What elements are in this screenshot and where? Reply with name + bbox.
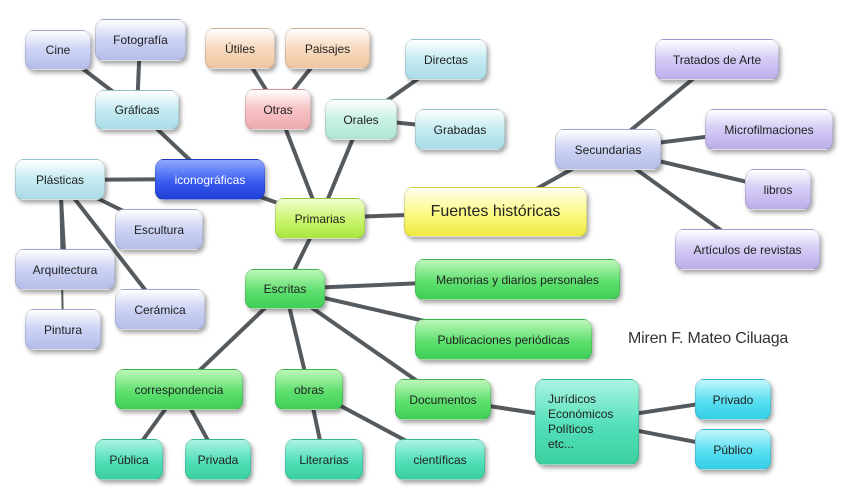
node-directas[interactable]: Directas	[405, 39, 487, 80]
node-graficas[interactable]: Gráficas	[95, 90, 179, 130]
node-correspondencia[interactable]: correspondencia	[115, 369, 243, 410]
node-fotografia[interactable]: Fotografía	[95, 19, 186, 61]
node-paisajes[interactable]: Paisajes	[285, 28, 370, 69]
node-orales[interactable]: Orales	[325, 99, 397, 140]
node-juridicos-economicos[interactable]: Jurídicos Económicos Políticos etc...	[535, 379, 639, 465]
node-publica[interactable]: Pública	[95, 439, 163, 480]
node-documentos[interactable]: Documentos	[395, 379, 491, 420]
node-escultura[interactable]: Escultura	[115, 209, 203, 250]
node-privado[interactable]: Privado	[695, 379, 771, 420]
node-obras[interactable]: obras	[275, 369, 343, 410]
node-microfilmaciones[interactable]: Microfilmaciones	[705, 109, 833, 150]
node-iconograficas[interactable]: iconográficas	[155, 159, 265, 200]
link-plasticas-ceramica	[58, 178, 162, 311]
node-otras[interactable]: Otras	[245, 89, 311, 130]
node-publico[interactable]: Público	[695, 429, 771, 470]
node-literarias[interactable]: Literarias	[285, 439, 363, 480]
item-economicos: Económicos	[548, 407, 614, 421]
node-escritas[interactable]: Escritas	[245, 269, 325, 309]
item-politicos: Políticos	[548, 422, 594, 436]
node-libros[interactable]: libros	[745, 169, 811, 210]
node-secundarias[interactable]: Secundarias	[555, 129, 661, 170]
node-fuentes-historicas[interactable]: Fuentes históricas	[404, 187, 587, 237]
node-publicaciones[interactable]: Publicaciones periódicas	[415, 319, 592, 360]
item-etc: etc...	[548, 437, 575, 451]
node-pintura[interactable]: Pintura	[25, 309, 101, 350]
node-cientificas[interactable]: científicas	[395, 439, 485, 480]
node-privada[interactable]: Privada	[185, 439, 251, 480]
node-articulos[interactable]: Artículos de revistas	[675, 229, 820, 270]
node-memorias[interactable]: Memorias y diarios personales	[415, 259, 620, 300]
node-primarias[interactable]: Primarias	[275, 198, 365, 239]
node-utiles[interactable]: Útiles	[205, 28, 275, 69]
node-cine[interactable]: Cine	[25, 30, 91, 70]
node-tratados[interactable]: Tratados de Arte	[655, 39, 779, 80]
node-plasticas[interactable]: Plásticas	[15, 159, 105, 200]
author-credit: Miren F. Mateo Ciluaga	[628, 330, 789, 347]
item-juridicos: Jurídicos	[548, 392, 597, 406]
node-grabadas[interactable]: Grabadas	[415, 109, 505, 150]
node-arquitectura[interactable]: Arquitectura	[15, 249, 115, 290]
node-ceramica[interactable]: Cerámica	[115, 289, 205, 330]
